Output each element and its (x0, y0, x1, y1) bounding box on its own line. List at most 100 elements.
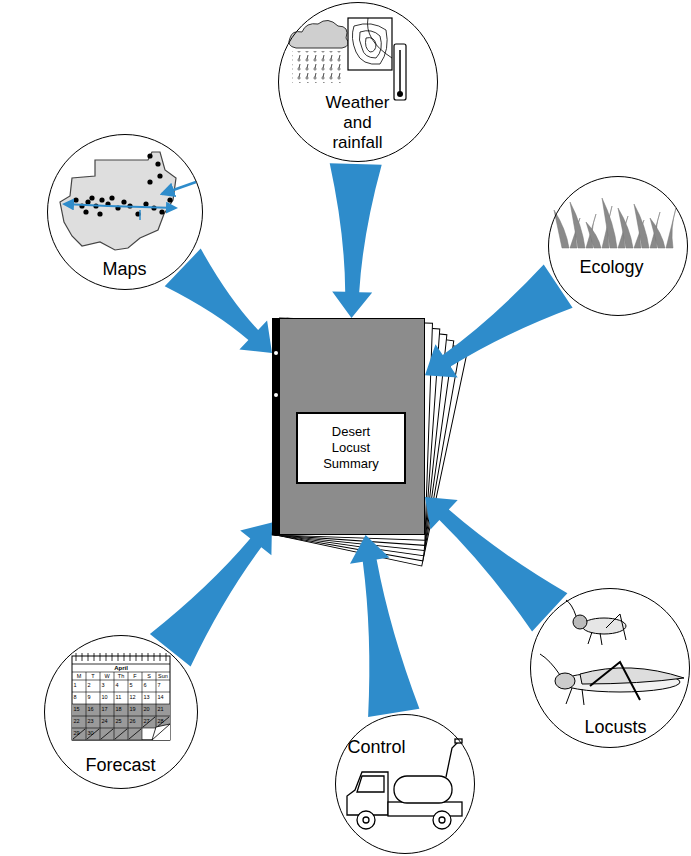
calendar-slash (101, 729, 113, 739)
calendar-ring (130, 653, 131, 661)
calendar-day: 10 (102, 694, 108, 700)
calendar-cell (72, 716, 86, 728)
grass-icon (554, 198, 676, 248)
calendar-day: 18 (116, 706, 122, 712)
calendar-day: 5 (130, 682, 133, 688)
title-box: Desert Locust Summary (296, 412, 406, 484)
page-curl (152, 724, 170, 740)
grass-blade (554, 210, 569, 248)
calendar-day: 12 (130, 694, 136, 700)
calendar-ring (154, 653, 155, 661)
calendar-day: 6 (144, 682, 147, 688)
calendar-day: 16 (88, 706, 94, 712)
calendar-ring (88, 653, 89, 661)
map-icon (60, 152, 196, 250)
calendar-grid (72, 672, 170, 673)
calendar-grid (114, 672, 115, 740)
calendar-cell (86, 704, 100, 716)
map-dot (89, 195, 94, 200)
grass-blade (666, 208, 676, 248)
calendar-grid (86, 672, 87, 740)
map-dot (157, 173, 162, 178)
calendar-day: 30 (88, 730, 94, 736)
topic-label: Maps (102, 259, 146, 280)
topic-circle: Maps (47, 134, 203, 290)
map-dot (121, 199, 126, 204)
calendar-day: 4 (116, 682, 119, 688)
calendar-grid (72, 716, 170, 717)
map-dot (167, 197, 172, 202)
calendar-cell (100, 704, 114, 716)
calendar-grid (72, 704, 170, 705)
map-dot (73, 197, 78, 202)
calendar-day: 28 (158, 718, 164, 724)
map-dot (159, 209, 164, 214)
map-dot (155, 161, 160, 166)
map-dot (147, 179, 152, 184)
topic-circle: Control (335, 714, 475, 854)
calendar-cell (128, 704, 142, 716)
calendar-cell (128, 728, 142, 740)
topic-label: Forecast (85, 755, 155, 776)
book-page (272, 318, 440, 545)
calendar-day: 14 (158, 694, 164, 700)
map-dot (109, 195, 114, 200)
calendar-ring (106, 653, 107, 661)
calendar-ring (148, 653, 149, 661)
calendar-weekday: M (77, 673, 82, 679)
map-dot (83, 209, 88, 214)
calendar-day: 2 (88, 682, 91, 688)
book-title: Desert Locust Summary (315, 424, 387, 472)
calendar-ring (160, 653, 161, 661)
calendar-day: 7 (158, 682, 161, 688)
map-dot (143, 201, 148, 206)
calendar-slash (129, 729, 141, 739)
calendar-ring (142, 653, 143, 661)
calendar-cell (114, 728, 128, 740)
calendar-slash (87, 729, 99, 739)
grass-blade (586, 222, 601, 248)
calendar-grid (142, 672, 143, 740)
calendar-cell (156, 704, 170, 716)
calendar-cell (142, 716, 156, 728)
spine-hole (274, 351, 278, 355)
calendar-grid (100, 672, 101, 740)
calendar-slash (143, 717, 155, 727)
flow-arrow (425, 265, 573, 378)
calendar-day: 22 (74, 718, 80, 724)
map-dot (85, 199, 90, 204)
calendar-grid (72, 680, 170, 681)
calendar-ring (100, 653, 101, 661)
flow-arrow (165, 249, 272, 354)
summary-book: Desert Locust Summary (272, 318, 425, 535)
calendar-day: 24 (102, 718, 108, 724)
topic-circle: Locusts (530, 588, 690, 748)
grass-blade (650, 218, 665, 248)
spine-hole (274, 393, 278, 397)
grass-blade (602, 198, 617, 248)
calendar-cell (142, 704, 156, 716)
book-page (272, 318, 432, 540)
calendar-ring (118, 653, 119, 661)
calendar-cell (86, 716, 100, 728)
calendar-day: 21 (158, 706, 164, 712)
calendar-day: 29 (74, 730, 80, 736)
calendar-ring (124, 653, 125, 661)
calendar-weekday: S (147, 673, 151, 679)
topic-circle: Forecast (44, 635, 198, 789)
calendar-slash (115, 729, 127, 739)
flow-arrow (150, 523, 272, 667)
calendar-cell (128, 716, 142, 728)
calendar-day: 25 (116, 718, 122, 724)
topic-circle: Ecology (548, 176, 688, 316)
calendar-day: 20 (144, 706, 150, 712)
grass-blade (634, 204, 649, 248)
map-dot (97, 211, 102, 216)
weather-icon (289, 18, 406, 100)
map-dot (147, 153, 152, 158)
calendar-day: 8 (74, 694, 77, 700)
topic-label: Locusts (584, 717, 646, 738)
calendar-weekday: W (104, 673, 109, 679)
calendar-cell (114, 716, 128, 728)
